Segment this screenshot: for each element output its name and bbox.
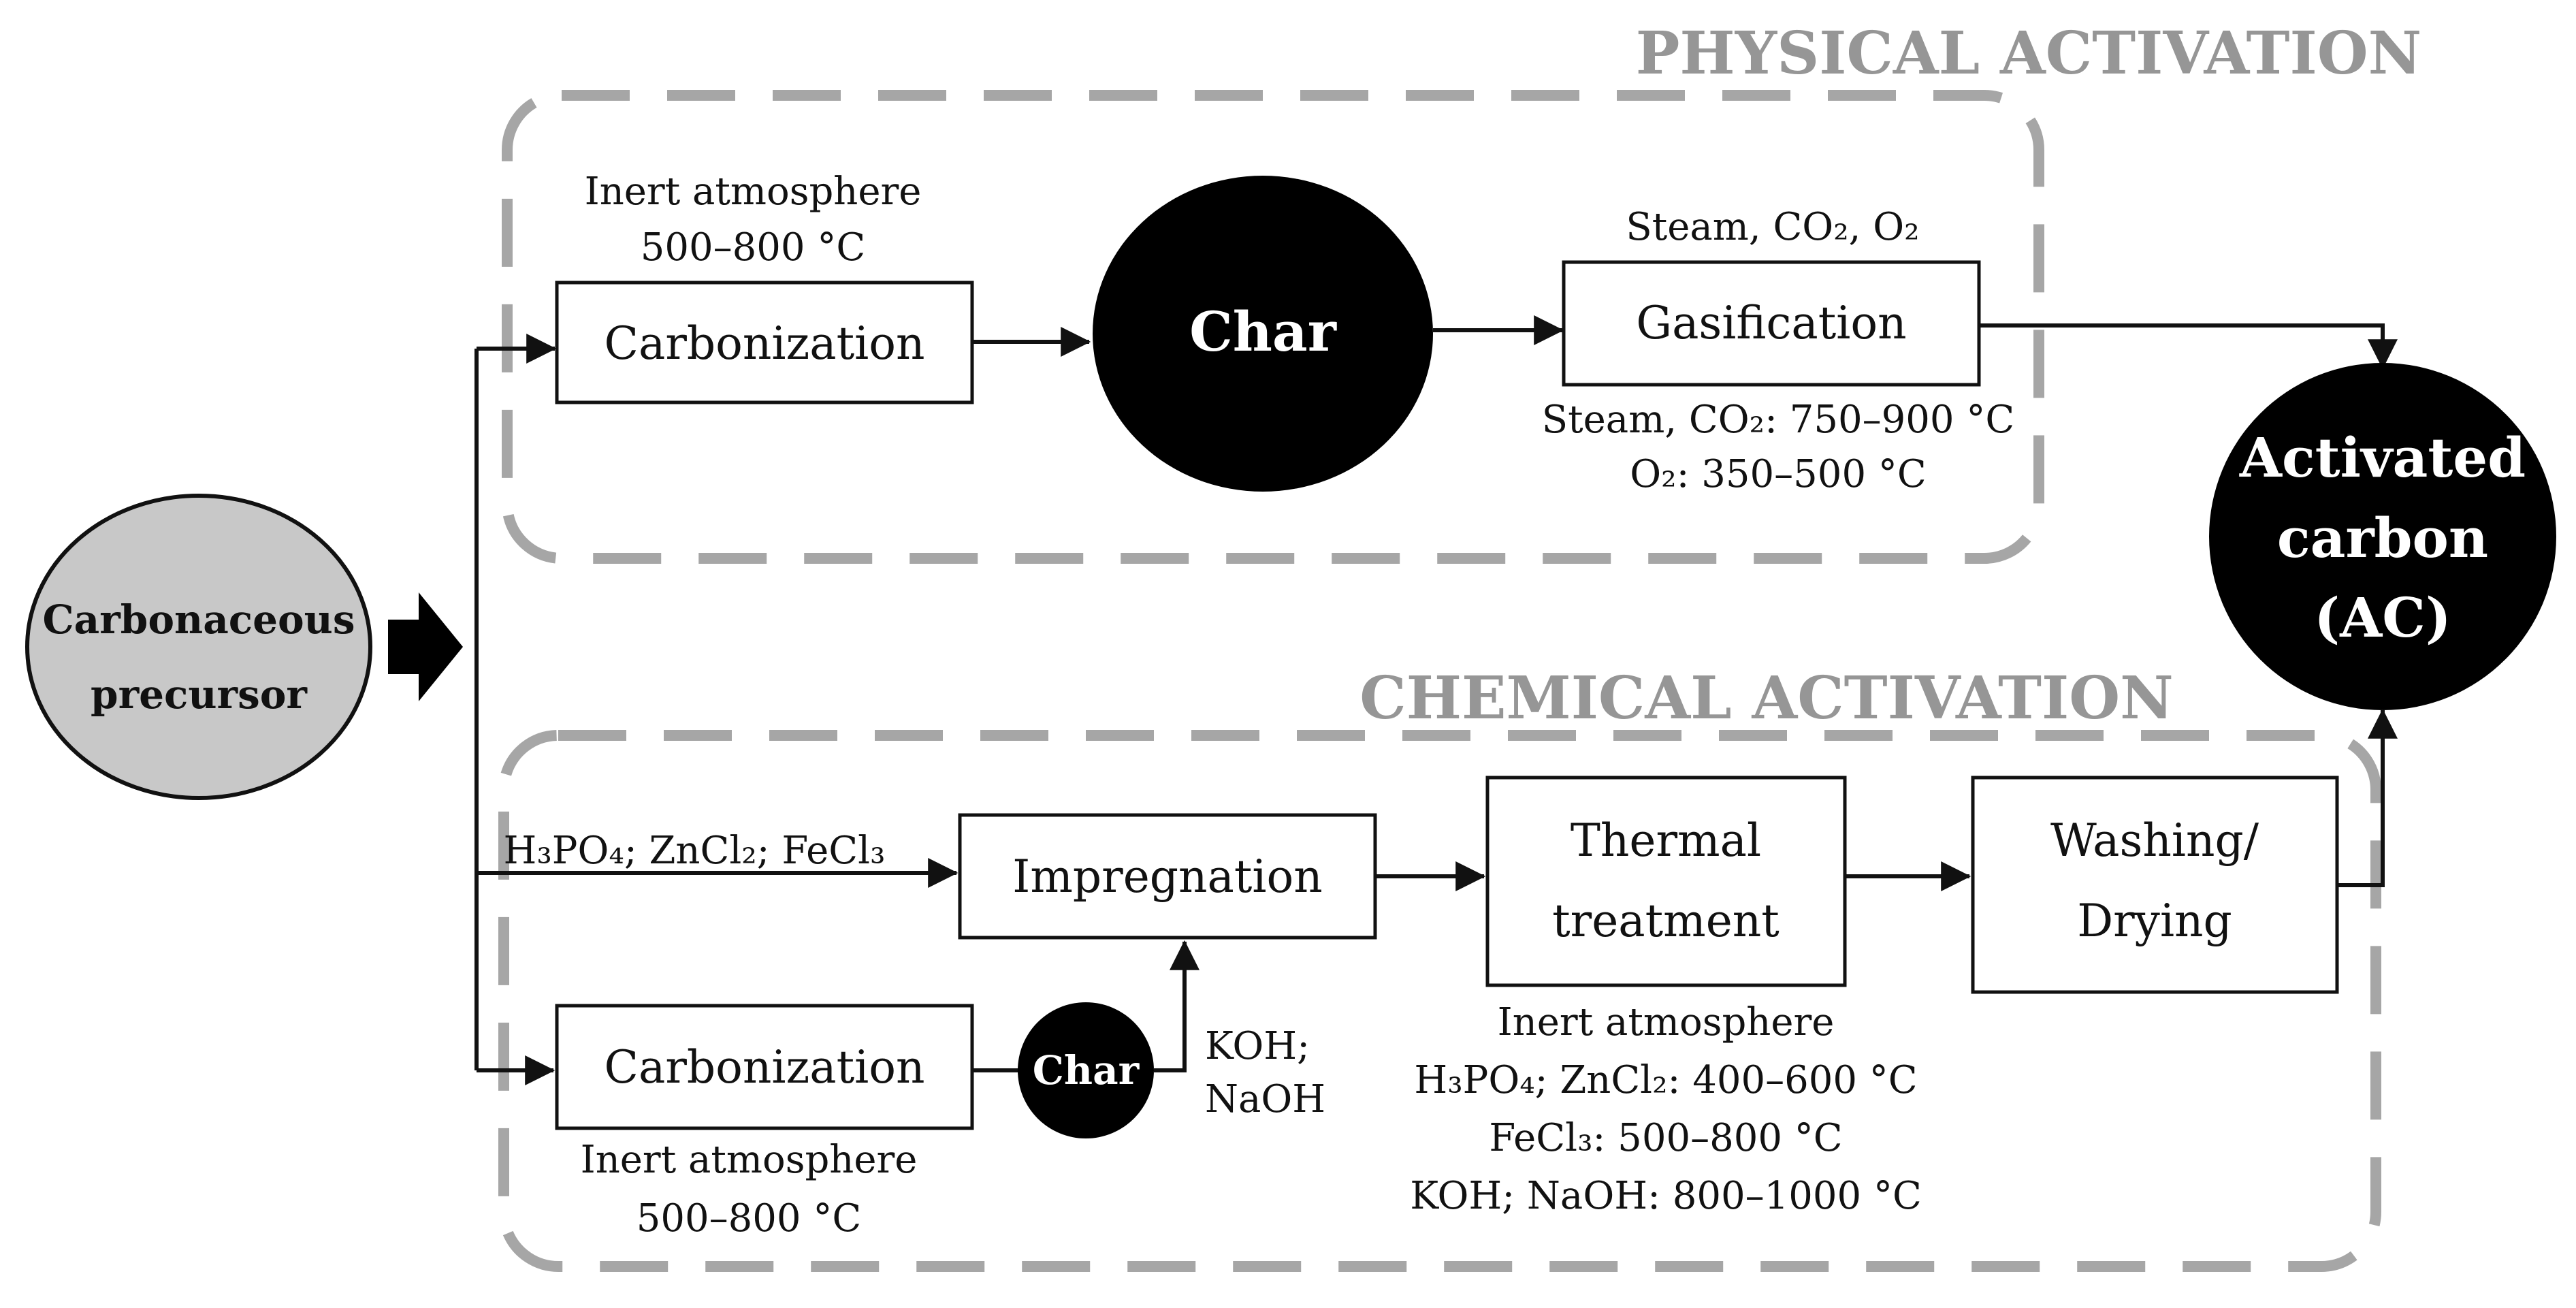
gasification-condition-1: Steam, CO₂: 750–900 °C <box>1542 398 2014 442</box>
thermal-condition-2: H₃PO₄; ZnCl₂: 400–600 °C <box>1414 1058 1917 1102</box>
physical-carbonization-label: Carbonization <box>605 317 925 370</box>
arrow-to-activated-carbon-top <box>1979 323 2398 370</box>
gasification-box <box>1562 260 1981 387</box>
gasification-label: Gasification <box>1636 297 1906 349</box>
alkali-agents-line-1: KOH; <box>1205 1024 1310 1068</box>
chemical-activation-title: CHEMICAL ACTIVATION <box>1359 664 2173 733</box>
physical-activation-title: PHYSICAL ACTIVATION <box>1636 19 2421 88</box>
physical-char-label: Char <box>1189 300 1337 364</box>
alkali-agents-line-2: NaOH <box>1205 1077 1325 1121</box>
washing-drying-label-line-2: Drying <box>2077 895 2232 947</box>
precursor-label-line-1: Carbonaceous <box>42 596 355 643</box>
chemical-char-node <box>1018 1002 1154 1138</box>
thermal-condition-1: Inert atmosphere <box>1498 1000 1835 1044</box>
washing-drying-box <box>1971 776 2339 994</box>
physical-activation-region <box>502 90 2044 564</box>
impregnation-label: Impregnation <box>1012 850 1323 903</box>
chemical-carbonization-box <box>555 1004 974 1130</box>
gasification-condition-2: O₂: 350–500 °C <box>1630 452 1926 496</box>
arrow-char-to-impregnation <box>1154 940 1200 1072</box>
washing-drying-label-line-1: Washing/ <box>2050 814 2259 867</box>
thermal-treatment-label-line-1: Thermal <box>1571 814 1761 867</box>
impregnation-agents: H₃PO₄; ZnCl₂; FeCl₃ <box>504 829 886 873</box>
chemical-carbonization-label: Carbonization <box>605 1041 925 1094</box>
precursor-node <box>25 494 372 800</box>
physical-carbonization-condition-2: 500–800 °C <box>641 225 865 270</box>
gasification-agents: Steam, CO₂, O₂ <box>1626 205 1919 249</box>
block-arrow-icon <box>388 592 463 701</box>
precursor-label-line-2: precursor <box>91 671 308 718</box>
activated-carbon-label-line-2: carbon <box>2277 506 2488 570</box>
physical-carbonization-box <box>555 281 974 404</box>
physical-char-node <box>1093 176 1433 492</box>
thermal-treatment-label-line-2: treatment <box>1552 895 1780 947</box>
thermal-condition-3: FeCl₃: 500–800 °C <box>1489 1116 1842 1160</box>
chemical-carbonization-condition-1: Inert atmosphere <box>581 1138 918 1182</box>
arrow-to-activated-carbon-bottom <box>2337 708 2398 887</box>
chemical-activation-region <box>498 730 2381 1272</box>
chemical-char-label: Char <box>1033 1047 1140 1094</box>
thermal-treatment-box <box>1485 776 1847 987</box>
activated-carbon-node <box>2209 363 2556 710</box>
activated-carbon-label-line-3: (AC) <box>2314 586 2451 650</box>
chemical-carbonization-condition-2: 500–800 °C <box>637 1196 861 1241</box>
thermal-condition-4: KOH; NaOH: 800–1000 °C <box>1410 1174 1922 1218</box>
activated-carbon-label-line-1: Activated <box>2239 426 2526 490</box>
physical-carbonization-condition-1: Inert atmosphere <box>585 170 922 214</box>
